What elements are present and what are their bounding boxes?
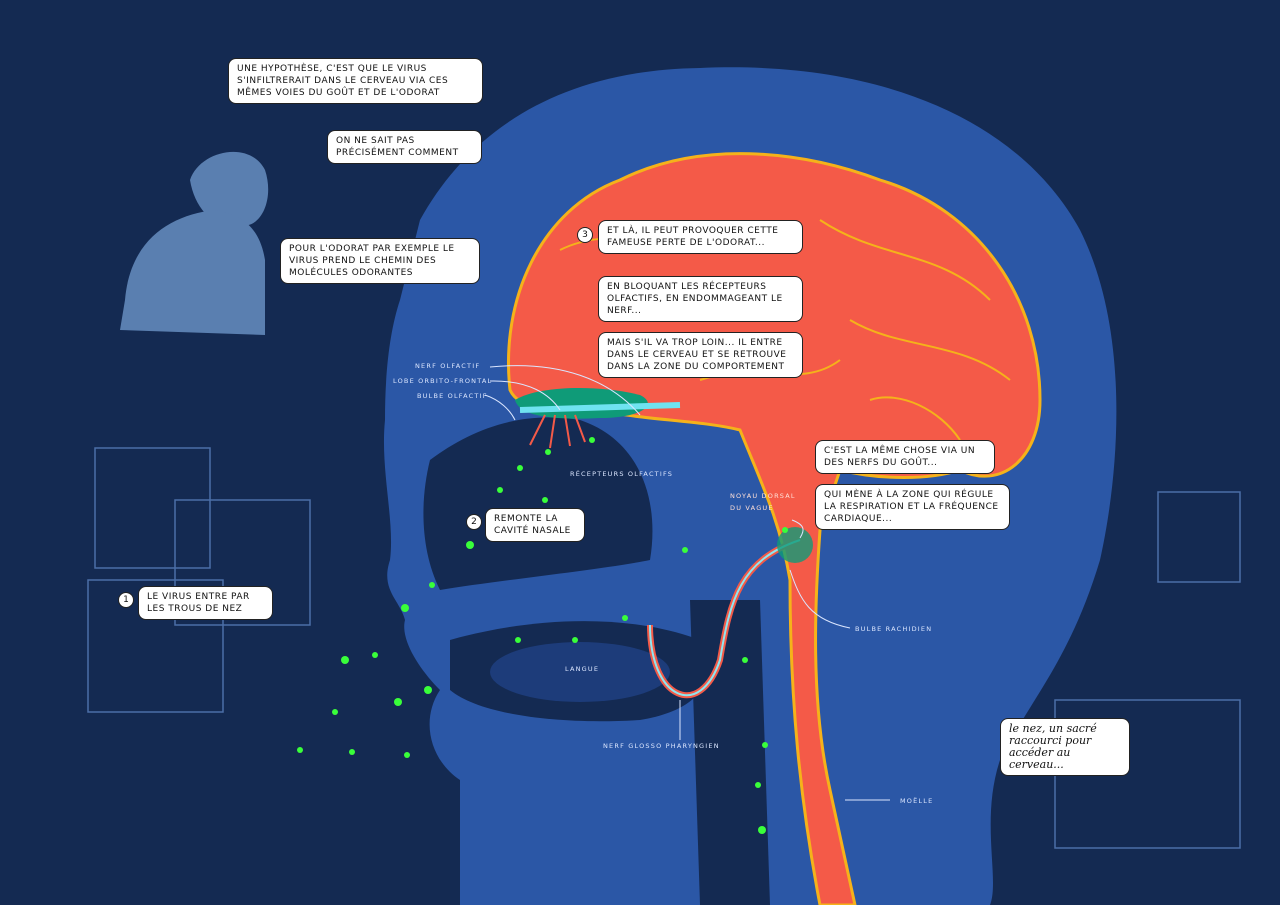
throat xyxy=(690,600,770,905)
speech-too-far: Mais s'il va trop loin... il entre dans … xyxy=(598,332,803,378)
speech-shortcut: le nez, un sacré raccourci pour accéder … xyxy=(1000,718,1130,776)
virus-particles xyxy=(297,437,788,834)
speech-blocking: En bloquant les récepteurs olfactifs, en… xyxy=(598,276,803,322)
step-2-marker: 2 xyxy=(466,514,482,530)
speech-odorat: Pour l'odorat par exemple le virus prend… xyxy=(280,238,480,284)
vagus-nucleus xyxy=(777,527,813,563)
tongue xyxy=(490,642,670,702)
step-3-marker: 3 xyxy=(577,227,593,243)
label-langue: Langue xyxy=(565,665,600,673)
speech-step2: Remonte la cavité nasale xyxy=(485,508,585,542)
step-1-marker: 1 xyxy=(118,592,134,608)
label-noyau: Noyau dorsal du vague xyxy=(730,492,796,512)
label-bulbe-rachidien: Bulbe rachidien xyxy=(855,625,933,633)
speech-unknown: On ne sait pas précisément comment xyxy=(327,130,482,164)
label-recepteurs: Récepteurs olfactifs xyxy=(570,470,674,478)
label-moelle: Moëlle xyxy=(900,797,934,805)
narrator-figure xyxy=(120,151,269,335)
nasal-cavity xyxy=(423,417,653,590)
sketch-frames xyxy=(87,447,1241,849)
label-nerf-olfactif: Nerf olfactif xyxy=(415,362,481,370)
label-glosso: Nerf glosso pharyngien xyxy=(603,742,720,750)
speech-taste: C'est la même chose via un des nerfs du … xyxy=(815,440,995,474)
speech-step1: Le virus entre par les trous de nez xyxy=(138,586,273,620)
speech-hypothesis: Une hypothèse, c'est que le virus s'infi… xyxy=(228,58,483,104)
speech-step3: Et là, il peut provoquer cette fameuse p… xyxy=(598,220,803,254)
label-lobe: Lobe orbito-frontal xyxy=(393,377,493,385)
speech-zone: Qui mène à la zone qui régule la respira… xyxy=(815,484,1010,530)
label-bulbe-olfactif: Bulbe olfactif xyxy=(417,392,488,400)
